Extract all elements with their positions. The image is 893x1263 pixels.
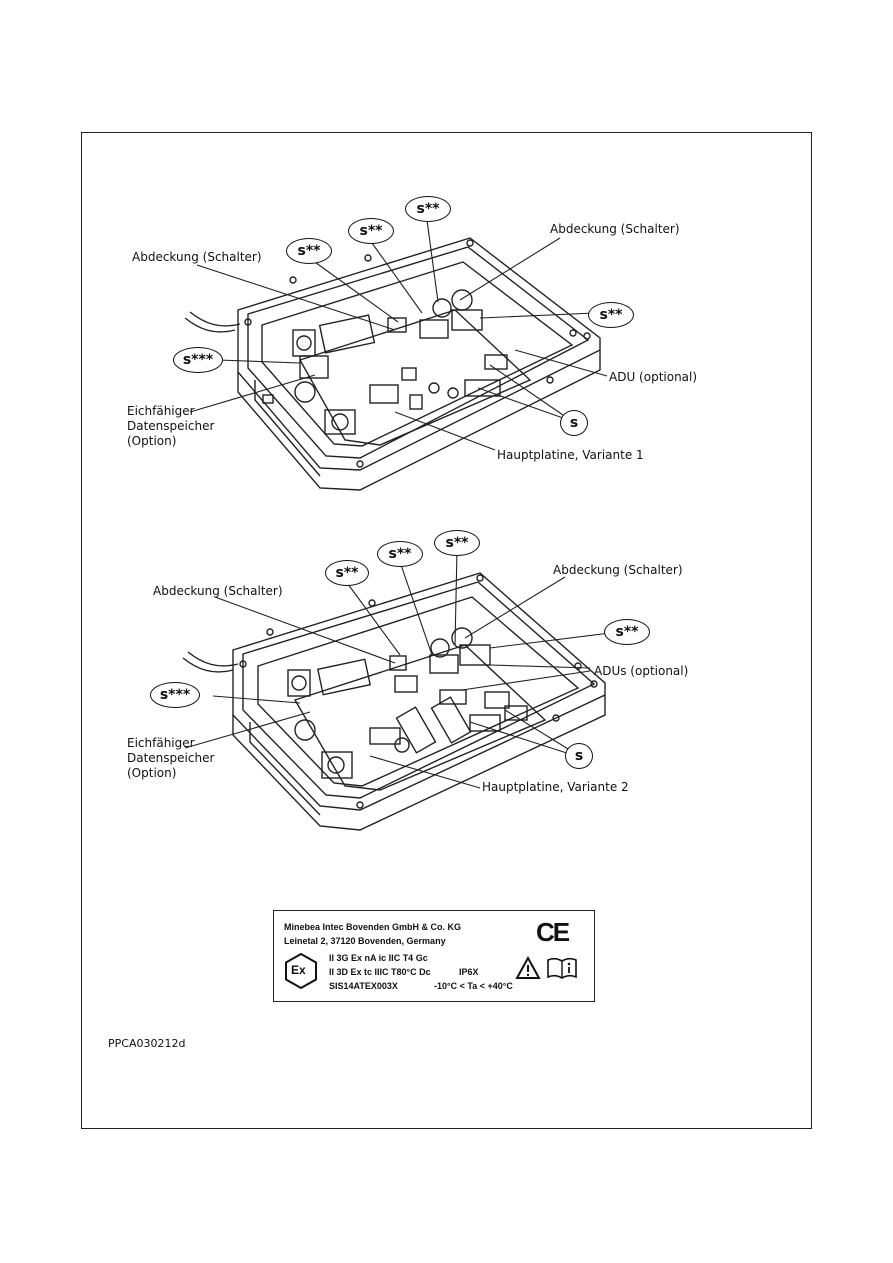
fig1-seal-bubble-4: s** — [588, 302, 634, 328]
plate-address: Leinetal 2, 37120 Bovenden, Germany — [284, 936, 446, 946]
ce-mark: CE — [536, 917, 570, 947]
fig1-adu-label: ADU (optional) — [609, 370, 698, 384]
fig2-eichfaehig-label-line3: (Option) — [127, 766, 177, 780]
fig2-abdeckung-left-label: Abdeckung (Schalter) — [153, 584, 283, 598]
plate-atex-gas: II 3G Ex nA ic IIC T4 Gc — [329, 953, 428, 963]
fig2-seal-bubble-6: s — [565, 743, 593, 769]
fig2-seal-bubble-3: s** — [434, 530, 480, 556]
ex-mark-icon — [285, 953, 317, 989]
fig1-abdeckung-left-label: Abdeckung (Schalter) — [132, 250, 262, 264]
fig1-seal-bubble-2: s** — [348, 218, 394, 244]
ex-mark-label: Ex — [291, 963, 306, 977]
plate-certificate: SIS14ATEX003X — [329, 981, 398, 991]
fig1-seal-bubble-1: s** — [286, 238, 332, 264]
fig2-abdeckung-right-label: Abdeckung (Schalter) — [553, 563, 683, 577]
fig1-eichfaehig-label-line2: Datenspeicher — [127, 419, 215, 433]
plate-temperature: -10°C < Ta < +40°C — [434, 981, 513, 991]
plate-company: Minebea Intec Bovenden GmbH & Co. KG — [284, 922, 462, 932]
fig1-eichfaehig-label-line3: (Option) — [127, 434, 177, 448]
fig1-hauptplatine-label: Hauptplatine, Variante 1 — [497, 448, 644, 462]
fig2-eichfaehig-label-line2: Datenspeicher — [127, 751, 215, 765]
fig2-eichfaehig-label-line1: Eichfähiger — [127, 736, 195, 750]
warning-triangle-icon — [515, 956, 541, 979]
fig2-seal-bubble-5: s*** — [150, 682, 200, 708]
fig1-seal-bubble-5: s*** — [173, 347, 223, 373]
plate-atex-dust: II 3D Ex tc IIIC T80°C Dc — [329, 967, 431, 977]
fig1-seal-bubble-3: s** — [405, 196, 451, 222]
manual-info-icon — [547, 957, 577, 979]
fig2-seal-bubble-4: s** — [604, 619, 650, 645]
plate-ip-rating: IP6X — [459, 967, 479, 977]
fig2-adu-label: ADUs (optional) — [594, 664, 689, 678]
document-code: PPCA030212d — [108, 1037, 186, 1050]
fig2-hauptplatine-label: Hauptplatine, Variante 2 — [482, 780, 629, 794]
fig1-seal-bubble-6: s — [560, 410, 588, 436]
page-frame — [81, 132, 812, 1129]
fig1-abdeckung-right-label: Abdeckung (Schalter) — [550, 222, 680, 236]
fig2-seal-bubble-1: s** — [325, 560, 369, 586]
fig2-seal-bubble-2: s** — [377, 541, 423, 567]
fig1-eichfaehig-label-line1: Eichfähiger — [127, 404, 195, 418]
type-plate: Minebea Intec Bovenden GmbH & Co. KG Lei… — [273, 910, 595, 1002]
